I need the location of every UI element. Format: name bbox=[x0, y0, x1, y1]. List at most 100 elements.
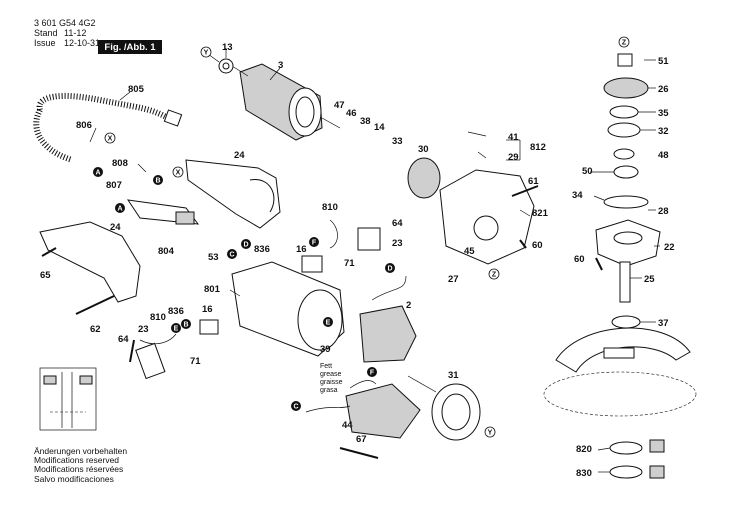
wheel-guard-part bbox=[543, 327, 697, 417]
callout-64-lower: 64 bbox=[118, 334, 129, 345]
svg-text:B: B bbox=[155, 178, 160, 185]
svg-text:E: E bbox=[174, 326, 179, 333]
svg-text:Z: Z bbox=[622, 40, 627, 47]
callout-71-top: 71 bbox=[344, 258, 355, 269]
svg-text:X: X bbox=[108, 136, 113, 143]
svg-text:C: C bbox=[229, 252, 234, 259]
marker-a-switch: A bbox=[115, 203, 125, 213]
callout-48: 48 bbox=[658, 150, 669, 161]
callout-14: 14 bbox=[374, 122, 385, 133]
wiring-schematic bbox=[39, 367, 97, 431]
callout-16-top: 16 bbox=[296, 244, 307, 255]
spindle-stack-parts bbox=[595, 53, 661, 329]
grease-de: Fett bbox=[320, 363, 332, 370]
callout-65: 65 bbox=[40, 270, 51, 281]
grease-en: grease bbox=[320, 371, 342, 378]
field-coil-part bbox=[345, 305, 421, 439]
callout-32: 32 bbox=[658, 126, 669, 137]
callout-53: 53 bbox=[208, 252, 219, 263]
marker-f-field: F bbox=[367, 367, 377, 377]
motor-housing-part bbox=[231, 261, 345, 357]
callout-44: 44 bbox=[342, 420, 353, 431]
callout-60-housing: 60 bbox=[532, 240, 543, 251]
marker-f-top: F bbox=[309, 237, 319, 247]
leader-lines bbox=[89, 48, 660, 473]
stand-label: Stand bbox=[34, 28, 58, 38]
svg-text:E: E bbox=[326, 320, 331, 327]
bevel-gear-part bbox=[407, 157, 441, 199]
callout-820: 820 bbox=[576, 444, 592, 455]
bearing-part bbox=[218, 58, 234, 74]
callout-806: 806 bbox=[76, 120, 92, 131]
callout-41: 41 bbox=[508, 132, 519, 143]
footer-line-de: Änderungen vorbehalten bbox=[34, 446, 128, 456]
callout-23-lower: 23 bbox=[138, 324, 149, 335]
callout-24-lower: 24 bbox=[110, 222, 121, 233]
svg-text:A: A bbox=[95, 170, 100, 177]
auxiliary-handle-part bbox=[39, 221, 141, 303]
grease-es: grasa bbox=[320, 387, 338, 394]
marker-c-top: C bbox=[227, 249, 237, 259]
part-callouts: 13 3 805 806 808 807 24 24 47 46 38 14 3… bbox=[40, 42, 675, 479]
callout-34: 34 bbox=[572, 190, 583, 201]
callout-45: 45 bbox=[464, 246, 475, 257]
callout-60-spindle: 60 bbox=[574, 254, 585, 265]
svg-text:Y: Y bbox=[204, 50, 209, 57]
callout-35: 35 bbox=[658, 108, 669, 119]
stand-value: 11-12 bbox=[64, 28, 87, 38]
footer-notes: Änderungen vorbehalten Modifications res… bbox=[34, 446, 128, 484]
marker-y-shield: Y bbox=[484, 426, 496, 438]
callout-810-top: 810 bbox=[322, 202, 338, 213]
callout-810-lower: 810 bbox=[150, 312, 166, 323]
issue-value: 12-10-31 bbox=[64, 38, 101, 48]
callout-805: 805 bbox=[128, 84, 145, 95]
handle-housing-part bbox=[185, 159, 281, 229]
marker-d-top: D bbox=[241, 239, 251, 249]
armature-part bbox=[231, 63, 341, 141]
callout-24-top: 24 bbox=[234, 150, 245, 161]
svg-text:A: A bbox=[117, 206, 122, 213]
svg-text:D: D bbox=[387, 266, 392, 273]
callout-61: 61 bbox=[528, 176, 539, 187]
marker-z-top: Z bbox=[618, 36, 630, 48]
callout-38: 38 bbox=[360, 116, 371, 127]
marker-b-lower: B bbox=[181, 319, 191, 329]
svg-text:C: C bbox=[293, 404, 298, 411]
screw-parts bbox=[41, 185, 603, 459]
svg-text:F: F bbox=[312, 240, 317, 247]
callout-836-top: 836 bbox=[254, 244, 270, 255]
callout-39: 39 bbox=[320, 344, 331, 355]
switch-part bbox=[126, 199, 200, 225]
issue-label: Issue bbox=[34, 38, 56, 48]
callout-22: 22 bbox=[664, 242, 675, 253]
callout-830: 830 bbox=[576, 468, 592, 479]
footer-line-es: Salvo modificaciones bbox=[34, 473, 114, 484]
svg-text:B: B bbox=[183, 322, 188, 329]
callout-3: 3 bbox=[278, 60, 283, 71]
callout-836-lower: 836 bbox=[168, 306, 184, 317]
callout-64-top: 64 bbox=[392, 218, 403, 229]
marker-c-field: C bbox=[291, 401, 301, 411]
callout-821: 821 bbox=[532, 208, 549, 219]
callout-807: 807 bbox=[106, 180, 122, 191]
marker-x-handle: X bbox=[172, 166, 184, 178]
callout-46: 46 bbox=[346, 108, 357, 119]
marker-z-housing: Z bbox=[488, 268, 500, 280]
svg-text:Y: Y bbox=[488, 430, 493, 437]
callout-29: 29 bbox=[508, 152, 519, 163]
callout-2: 2 bbox=[406, 300, 411, 311]
callout-808: 808 bbox=[112, 158, 128, 169]
callout-13: 13 bbox=[222, 42, 233, 53]
clamping-flange-parts bbox=[609, 439, 665, 479]
callout-37: 37 bbox=[658, 318, 669, 329]
svg-text:Z: Z bbox=[492, 272, 497, 279]
marker-a-top: A bbox=[93, 167, 103, 177]
callout-67: 67 bbox=[356, 434, 367, 445]
callout-47: 47 bbox=[334, 100, 345, 111]
callout-31: 31 bbox=[448, 370, 459, 381]
marker-y-top: Y bbox=[200, 46, 212, 58]
callout-50: 50 bbox=[582, 166, 593, 177]
